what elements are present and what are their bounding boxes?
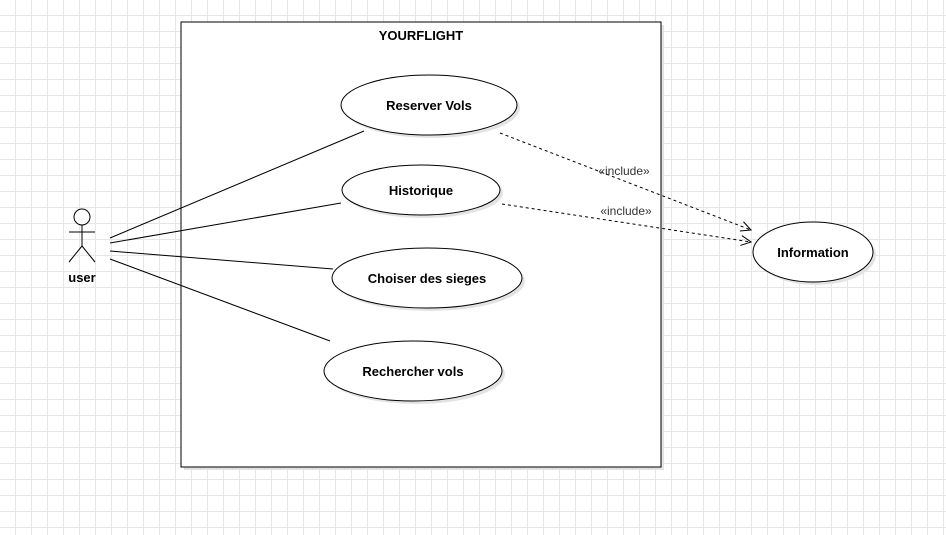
- actor-label: user: [68, 270, 95, 285]
- associations: [109, 130, 365, 342]
- system-title: YOURFLIGHT: [379, 28, 464, 43]
- use-case-label-historique: Historique: [389, 183, 453, 198]
- use-case-rechercher-vols[interactable]: Rechercher vols: [323, 340, 505, 404]
- use-case-label-choisir-sieges: Choiser des sieges: [368, 271, 487, 286]
- use-case-label-rechercher-vols: Rechercher vols: [362, 364, 463, 379]
- actor-user[interactable]: user: [68, 208, 96, 285]
- include-label-reserver: «include»: [598, 164, 650, 178]
- use-case-information[interactable]: Information: [752, 221, 876, 285]
- association-historique[interactable]: [109, 202, 342, 244]
- use-case-choisir-sieges[interactable]: Choiser des sieges: [331, 247, 525, 311]
- association-choisir-sieges[interactable]: [109, 250, 334, 270]
- use-case-label-reserver-vols: Reserver Vols: [386, 98, 472, 113]
- use-case-label-information: Information: [777, 245, 849, 260]
- association-reserver-vols[interactable]: [109, 130, 365, 239]
- use-case-historique[interactable]: Historique: [341, 164, 503, 218]
- include-label-historique: «include»: [600, 204, 652, 218]
- stick-figure-icon: [68, 208, 96, 263]
- use-case-reserver-vols[interactable]: Reserver Vols: [340, 74, 520, 138]
- association-rechercher-vols[interactable]: [109, 258, 331, 342]
- include-relations: «include» «include»: [499, 132, 751, 242]
- include-arrow-reserver[interactable]: [499, 132, 751, 230]
